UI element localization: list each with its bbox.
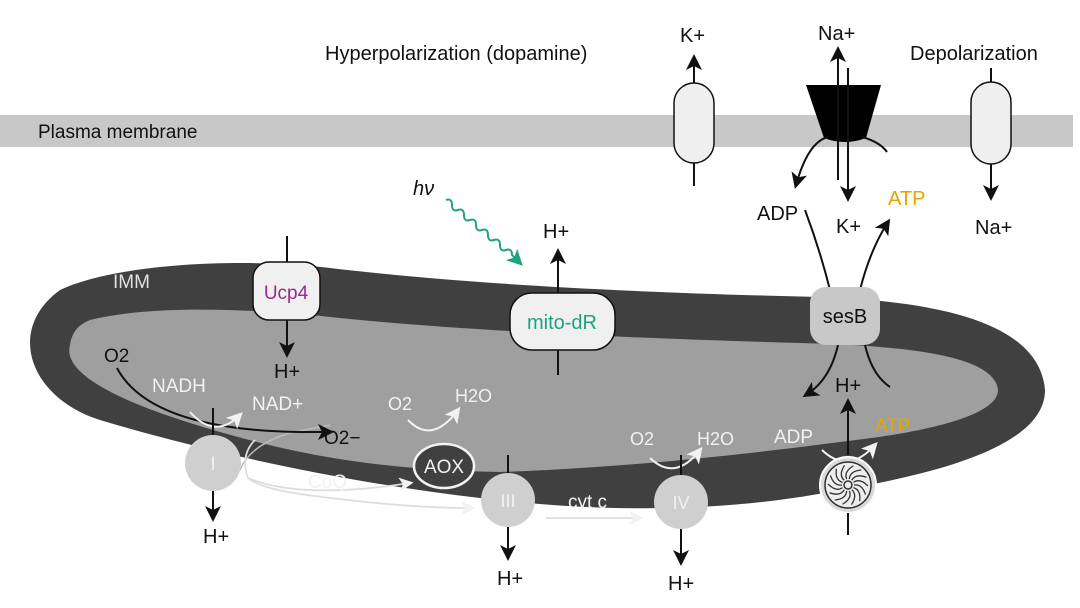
o2-aox-label: O2 bbox=[388, 394, 412, 414]
h-plus-synthase-label: H+ bbox=[835, 375, 861, 397]
turbine-blade bbox=[842, 490, 851, 505]
atp-matrix-label: ATP bbox=[875, 416, 911, 437]
nad-plus-label: NAD+ bbox=[252, 394, 303, 415]
hv-label: hν bbox=[413, 178, 434, 200]
depolarization-label: Depolarization bbox=[910, 43, 1038, 65]
turbine-blade bbox=[848, 469, 862, 480]
turbine-blade bbox=[853, 486, 861, 502]
ucp4-label: Ucp4 bbox=[264, 283, 309, 304]
complex-iii-label: III bbox=[500, 491, 515, 511]
complex-iv-label: IV bbox=[672, 493, 689, 513]
turbine-blade bbox=[840, 464, 846, 481]
aox-label: AOX bbox=[424, 457, 464, 478]
na-plus-out-label: Na+ bbox=[818, 23, 855, 45]
k-plus-out-label: K+ bbox=[680, 25, 705, 47]
complex-iv bbox=[654, 475, 708, 529]
adp-matrix-label: ADP bbox=[774, 427, 813, 448]
sodium-potassium-pump bbox=[791, 46, 888, 202]
hyperpolarization-label: Hyperpolarization (dopamine) bbox=[325, 43, 587, 65]
complex-iii bbox=[481, 473, 535, 527]
h-plus-ucp4-label: H+ bbox=[274, 361, 300, 383]
turbine-blade bbox=[829, 489, 845, 495]
turbine-blade bbox=[853, 480, 869, 487]
plasma-membrane bbox=[0, 115, 1073, 147]
k-plus-in-label: K+ bbox=[836, 216, 861, 238]
h-plus-iv-label: H+ bbox=[668, 573, 694, 595]
potassium-channel bbox=[673, 54, 715, 186]
turbine-blade bbox=[853, 484, 867, 495]
turbine-blade bbox=[835, 468, 843, 484]
cyt-c-label: cyt c bbox=[568, 492, 607, 513]
complex-i bbox=[185, 435, 241, 491]
turbine-blade bbox=[851, 475, 867, 481]
imm-label: IMM bbox=[113, 272, 150, 293]
sodium-channel bbox=[970, 68, 1012, 201]
nadh-label: NADH bbox=[152, 376, 206, 397]
adp-cyto-label: ADP bbox=[757, 203, 798, 225]
complex-i-label: I bbox=[210, 454, 215, 475]
o2-left-label: O2 bbox=[104, 346, 129, 367]
h-plus-iii-label: H+ bbox=[497, 568, 523, 590]
na-plus-in-label: Na+ bbox=[975, 217, 1012, 239]
light-wave-icon bbox=[445, 198, 523, 266]
atp-synthase-turbine-icon bbox=[819, 456, 877, 514]
o2-iv-label: O2 bbox=[630, 429, 654, 449]
aox-protein bbox=[412, 442, 476, 490]
h2o-aox-label: H2O bbox=[455, 386, 492, 406]
turbine-blade bbox=[845, 465, 854, 480]
turbine-blade bbox=[829, 475, 843, 486]
plasma-membrane-label: Plasma membrane bbox=[38, 122, 197, 143]
sesb-protein bbox=[810, 287, 880, 345]
superoxide-label: O2− bbox=[324, 428, 360, 449]
ucp4-protein bbox=[252, 261, 321, 321]
h-plus-i-label: H+ bbox=[203, 526, 229, 548]
sesb-label: sesB bbox=[823, 306, 867, 328]
turbine-blade bbox=[850, 489, 856, 506]
turbine-blade bbox=[827, 483, 843, 490]
atp-cyto-label: ATP bbox=[888, 188, 925, 210]
turbine-blade bbox=[834, 490, 848, 501]
h-plus-mitodr-label: H+ bbox=[543, 221, 569, 243]
coq-label: CoQ bbox=[308, 472, 347, 493]
mito-dr-label: mito-dR bbox=[527, 312, 597, 334]
h2o-iv-label: H2O bbox=[697, 429, 734, 449]
mito-dr-protein bbox=[509, 292, 616, 351]
